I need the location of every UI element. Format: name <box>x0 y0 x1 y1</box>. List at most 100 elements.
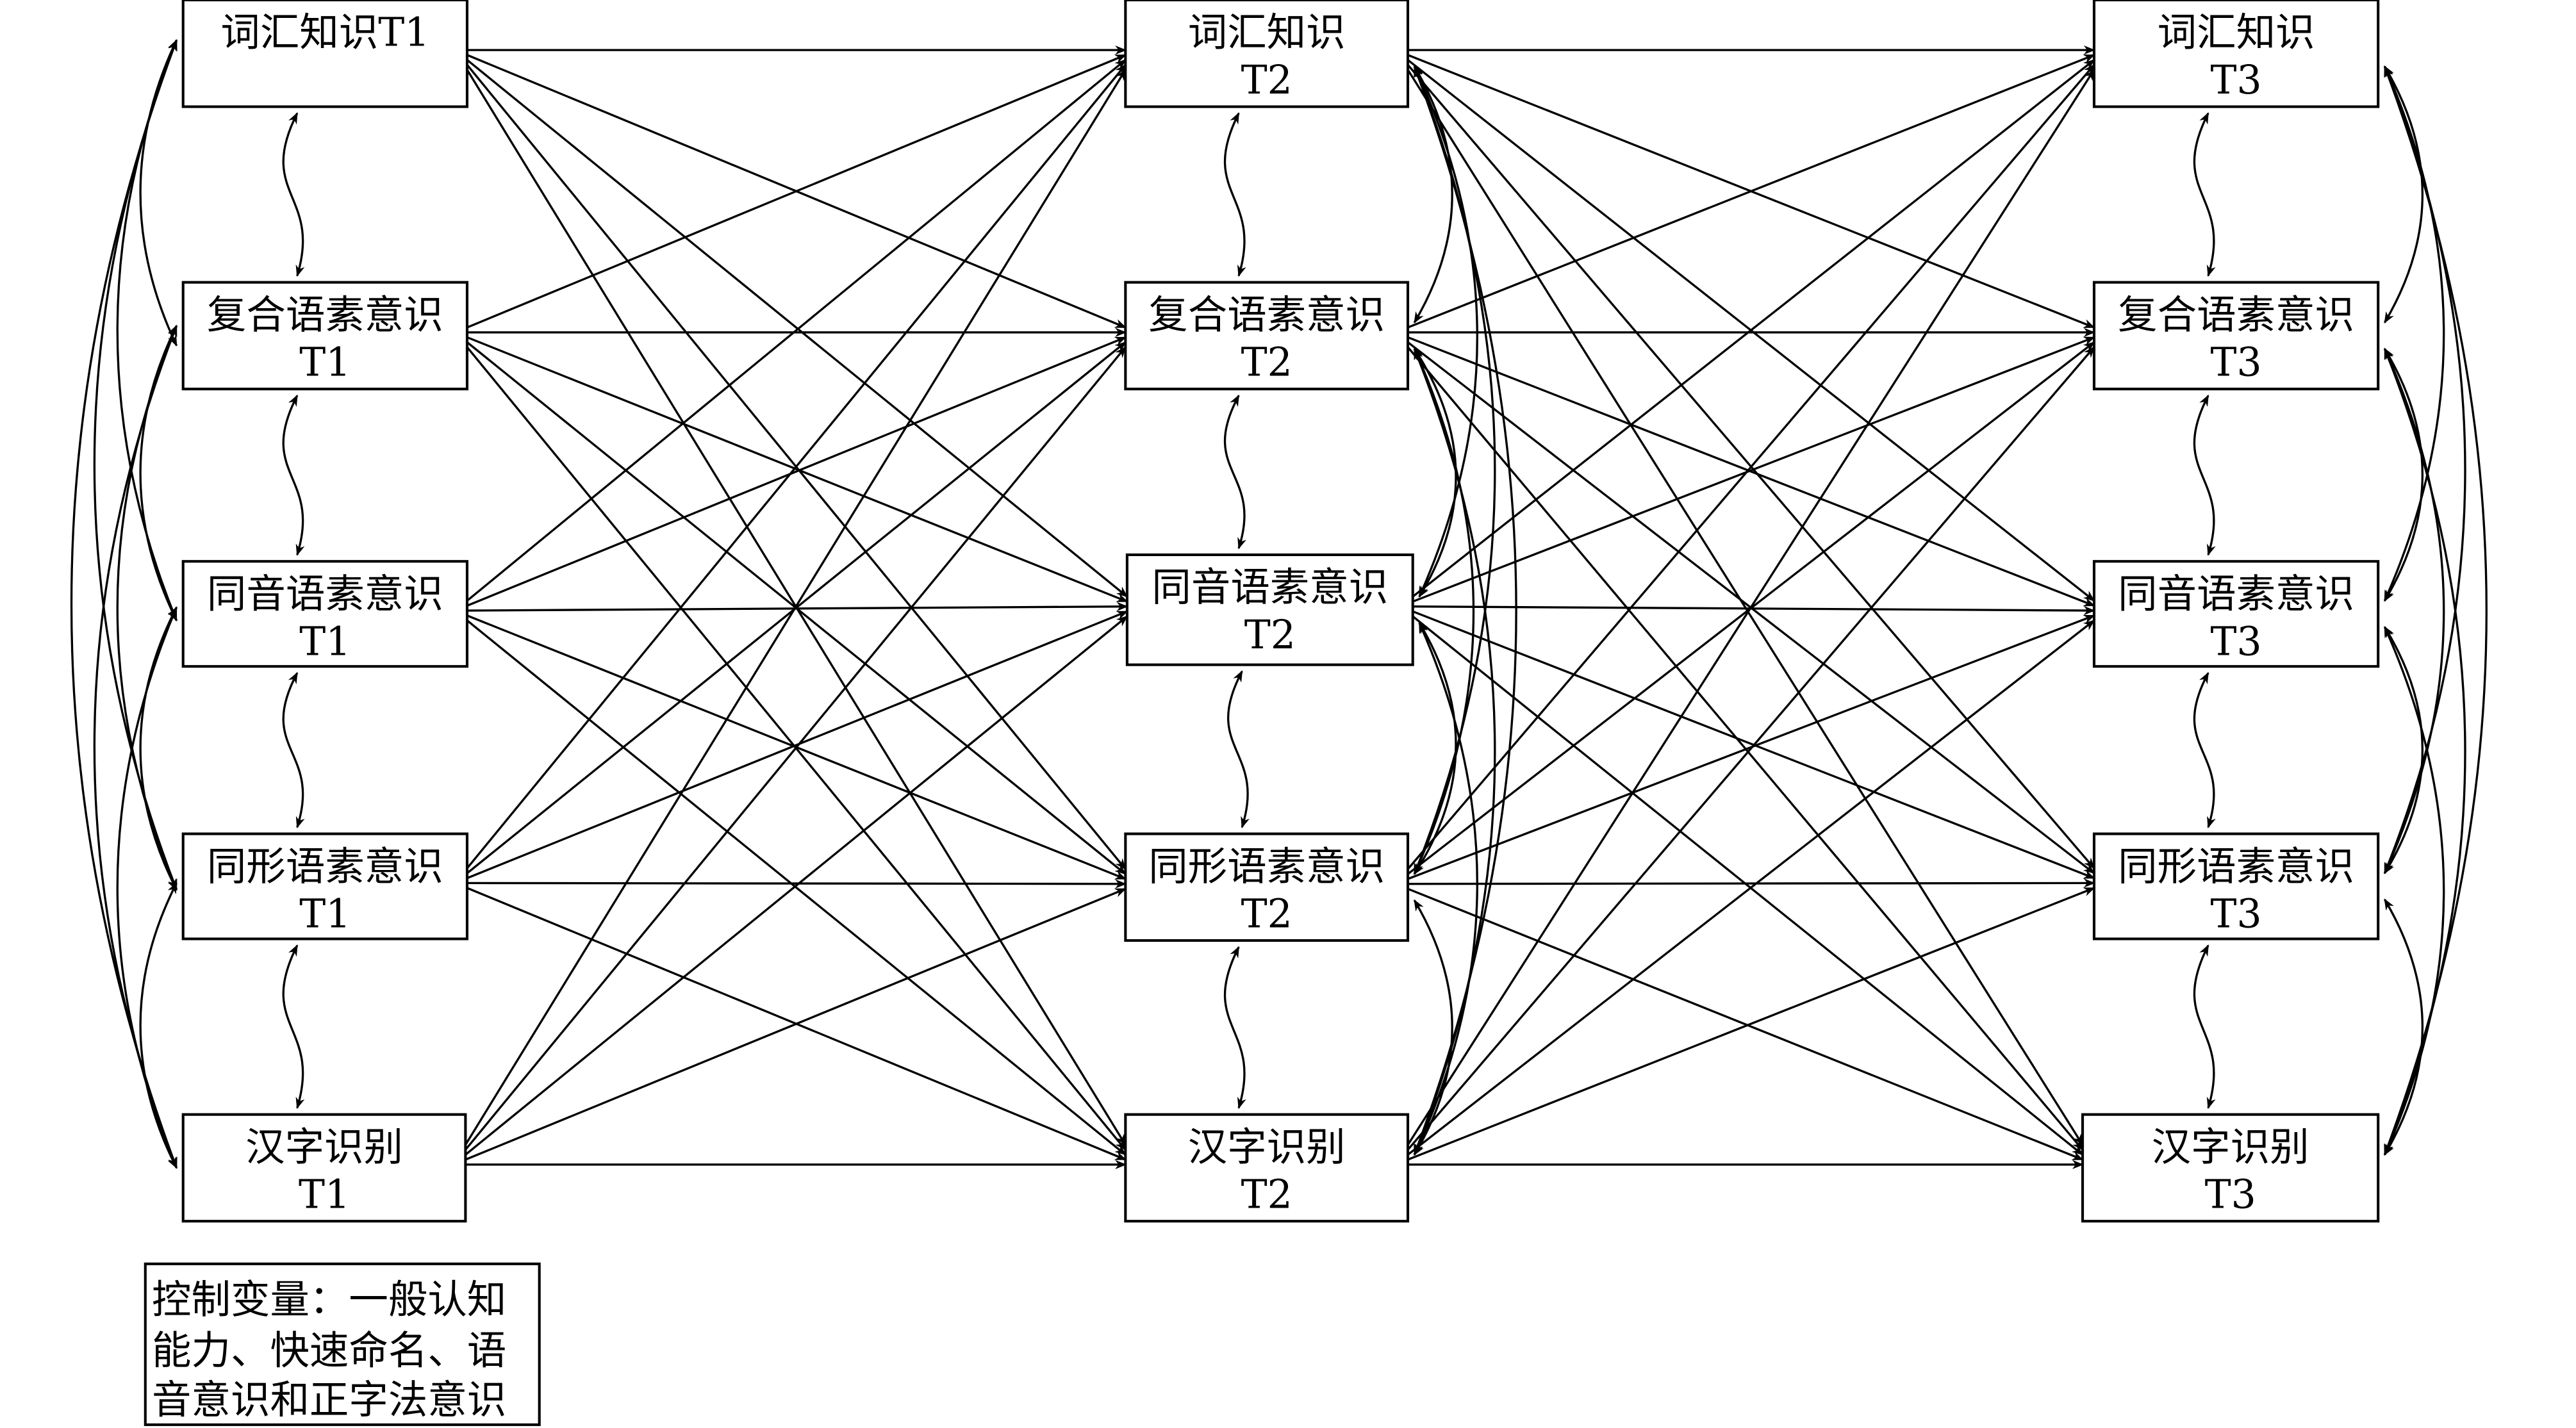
nodes-layer: 词汇知识T1复合语素意识T1同音语素意识T1同形语素意识T1汉字识别T1词汇知识… <box>181 0 2380 1223</box>
node-label-line2: T1 <box>299 340 351 386</box>
node-label-line2: T2 <box>1241 892 1292 937</box>
node-label-line2: T2 <box>1244 612 1296 658</box>
correlation-t2-0-1 <box>1223 112 1246 277</box>
node-label-line1: 同形语素意识 <box>2118 844 2354 889</box>
node-box <box>181 832 469 940</box>
node-box <box>181 560 469 668</box>
path-arrow-t2-3-to-t3-4 <box>1407 887 2084 1161</box>
node-box <box>1124 0 1410 108</box>
node-box <box>2092 281 2380 391</box>
correlation-t1-0-1 <box>282 112 305 277</box>
node-box <box>1124 1113 1410 1223</box>
correlation-t1-1-2 <box>282 394 305 556</box>
node-box <box>1125 553 1414 666</box>
correlation-t1-2-3 <box>282 671 305 828</box>
path-arrow-t2-4-to-t3-1 <box>1407 346 2095 1151</box>
path-arrow-t1-1-to-t2-0 <box>466 54 1127 329</box>
path-arrow-t2-2-to-t3-4 <box>1412 615 2084 1156</box>
correlation-curve-t3-0-2 <box>2383 65 2445 602</box>
path-arrow-t1-2-to-t2-4 <box>466 620 1127 1156</box>
node-label-line1: 同音语素意识 <box>1152 565 1388 611</box>
path-arrow-t1-4-to-t2-3 <box>465 887 1127 1161</box>
control-text-line-2: 能力、快速命名、语 <box>152 1328 506 1374</box>
node-label-line2: T1 <box>299 619 351 664</box>
node-label-line2: T1 <box>299 892 351 937</box>
node-label-line1: 同音语素意识 <box>2118 571 2354 617</box>
node-label-line2: T1 <box>299 1172 350 1218</box>
node-label-line1: 词汇知识 <box>1188 10 1346 56</box>
node-box <box>2092 832 2380 940</box>
correlation-t1-3-4 <box>282 944 305 1110</box>
path-arrow-t2-2-to-t3-2 <box>1412 605 2095 616</box>
path-arrow-t2-3-to-t3-0 <box>1407 63 2095 870</box>
edges-layer <box>70 39 2488 1169</box>
node-box <box>181 281 469 391</box>
correlation-curve-t3-2-3 <box>2384 626 2423 874</box>
path-arrow-t1-2-to-t2-2 <box>466 602 1128 612</box>
correlation-curve-t2-2-3 <box>1413 621 1457 875</box>
correlation-curve-t3-1-2 <box>2384 347 2423 602</box>
correlation-curve-t2-0-1 <box>1413 65 1453 324</box>
path-arrow-t2-4-to-t3-2 <box>1407 620 2095 1156</box>
path-arrow-t1-4-to-t2-1 <box>465 346 1127 1151</box>
path-arrow-t2-4-to-t3-0 <box>1407 69 2095 1145</box>
node-label-line1: 汉字识别 <box>245 1124 403 1170</box>
correlation-curve-t3-2-4 <box>2383 626 2445 1156</box>
correlation-curve-t2-1-3 <box>1413 347 1475 875</box>
correlation-t3-0-1 <box>2193 112 2216 277</box>
correlation-curve-t1-2-3 <box>139 606 178 891</box>
node-box <box>181 1113 467 1223</box>
path-arrow-t2-1-to-t3-0 <box>1407 54 2095 329</box>
node-label-line1: 汉字识别 <box>1188 1124 1346 1170</box>
node-label-line1: 复合语素意识 <box>2118 292 2354 338</box>
correlation-curve-t1-1-2 <box>139 324 178 622</box>
node-box <box>1124 281 1410 391</box>
path-arrow-t1-2-to-t2-1 <box>466 336 1127 607</box>
path-arrow-t1-1-to-t2-2 <box>466 336 1128 603</box>
correlation-curve-t3-1-3 <box>2383 347 2445 874</box>
node-box <box>2092 0 2380 108</box>
node-label-line1: 复合语素意识 <box>207 292 443 338</box>
node-label-line2: T2 <box>1241 58 1292 103</box>
node-label-line1: 同形语素意识 <box>207 844 443 889</box>
correlation-t3-1-2 <box>2193 394 2216 556</box>
path-arrow-t1-2-to-t2-0 <box>466 59 1127 602</box>
node-box <box>181 0 469 108</box>
node-box <box>2092 560 2380 668</box>
correlation-curve-t3-3-4 <box>2384 898 2424 1156</box>
control-text-line-1: 控制变量：一般认知 <box>152 1277 506 1323</box>
correlation-curve-t2-0-2 <box>1413 65 1478 598</box>
correlation-t3-3-4 <box>2193 944 2216 1110</box>
correlation-curve-t3-0-1 <box>2384 65 2424 324</box>
correlation-t2-3-4 <box>1223 946 1246 1110</box>
control-text-line-3: 音意识和正字法意识 <box>152 1377 506 1423</box>
node-label-line1: 复合语素意识 <box>1148 292 1385 338</box>
node-label-line2: T2 <box>1241 340 1292 386</box>
path-arrow-t2-2-to-t3-0 <box>1412 59 2095 598</box>
node-label-line1: 汉字识别 <box>2152 1124 2309 1170</box>
node-label-line2: T2 <box>1241 1172 1292 1218</box>
control-variables-box: 控制变量：一般认知 能力、快速命名、语 音意识和正字法意识 <box>144 1262 541 1426</box>
node-label-line2: T3 <box>2211 619 2262 664</box>
node-label-line1: 同音语素意识 <box>207 571 443 617</box>
correlation-curve-t1-3-4 <box>139 882 178 1169</box>
node-label-line2: T3 <box>2205 1172 2256 1218</box>
path-arrow-t2-4-to-t3-3 <box>1407 887 2095 1161</box>
correlation-t2-1-2 <box>1223 394 1246 550</box>
correlation-curve-t2-3-4 <box>1413 899 1453 1156</box>
node-label-line1: 词汇知识T1 <box>220 10 429 56</box>
correlation-curve-t2-2-4 <box>1413 621 1478 1156</box>
correlation-t3-2-3 <box>2193 671 2216 828</box>
